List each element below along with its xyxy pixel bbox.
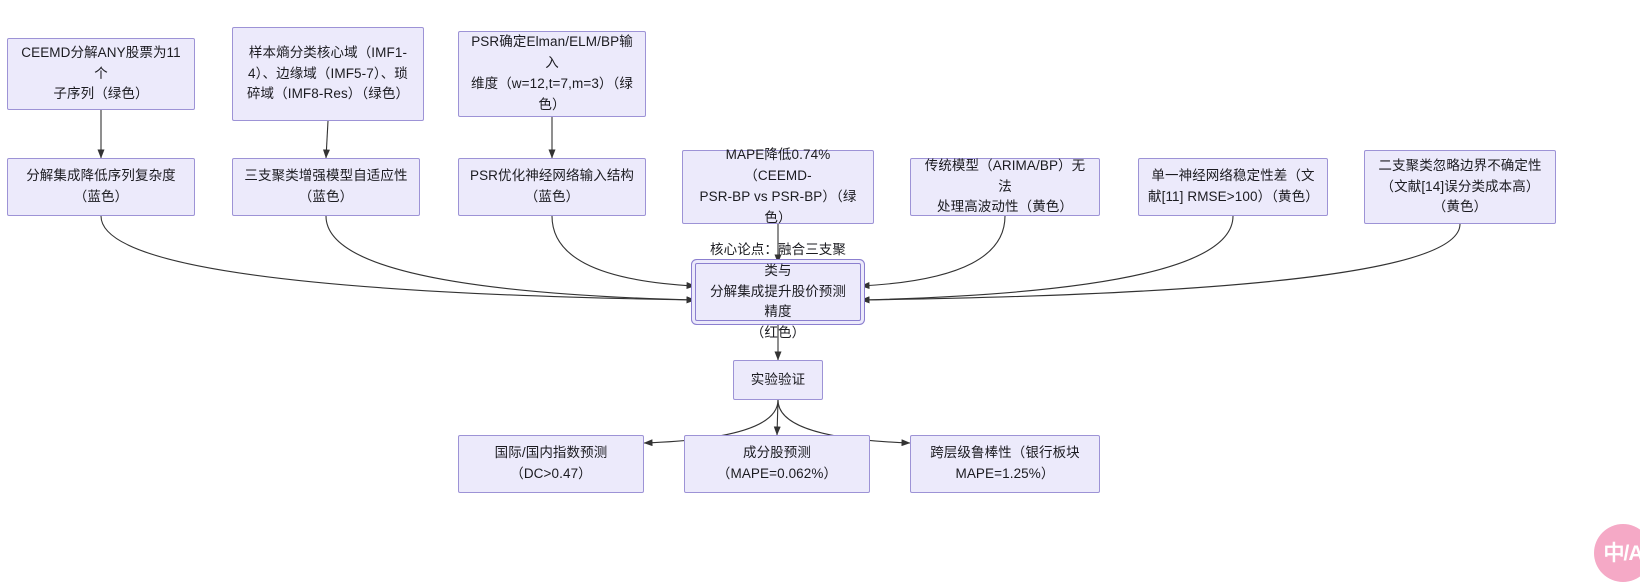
node-three-way-adaptivity[interactable]: 三支聚类增强模型自适应性 （蓝色） <box>232 158 420 216</box>
node-experiment-validation[interactable]: 实验验证 <box>733 360 823 400</box>
node-label: PSR确定Elman/ELM/BP输入 维度（w=12,t=7,m=3）（绿 色… <box>468 32 636 116</box>
edge-three_way_adapt-to-core_claim <box>326 216 695 300</box>
node-label: 跨层级鲁棒性（银行板块 MAPE=1.25%） <box>930 443 1080 485</box>
edge-psr_optimize-to-core_claim <box>552 216 695 286</box>
edge-traditional_model-to-core_claim <box>861 216 1005 286</box>
node-label: MAPE降低0.74%（CEEMD- PSR-BP vs PSR-BP）（绿 色… <box>692 145 864 229</box>
ime-indicator-label: 中/A <box>1604 543 1640 564</box>
node-label: CEEMD分解ANY股票为11个 子序列（绿色） <box>17 43 185 106</box>
node-cross-level-robustness[interactable]: 跨层级鲁棒性（银行板块 MAPE=1.25%） <box>910 435 1100 493</box>
node-sample-entropy[interactable]: 样本熵分类核心域（IMF1- 4）、边缘域（IMF5-7）、琐 碎域（IMF8-… <box>232 27 424 121</box>
edge-sample_entropy-to-three_way_adapt <box>326 121 328 158</box>
node-reduce-complexity[interactable]: 分解集成降低序列复杂度 （蓝色） <box>7 158 195 216</box>
edge-experiment-to-component_forecast <box>777 400 778 435</box>
node-label: 国际/国内指数预测 （DC>0.47） <box>495 443 608 485</box>
edge-single_nn_unstable-to-core_claim <box>861 216 1233 300</box>
node-label: 单一神经网络稳定性差（文 献[11] RMSE>100）（黄色） <box>1148 166 1318 208</box>
node-component-stock-forecast[interactable]: 成分股预测 （MAPE=0.062%） <box>684 435 870 493</box>
node-label: 三支聚类增强模型自适应性 （蓝色） <box>244 166 407 208</box>
node-label: 核心论点：融合三支聚类与 分解集成提升股价预测精度 （红色） <box>705 240 851 345</box>
node-psr-optimize[interactable]: PSR优化神经网络输入结构 （蓝色） <box>458 158 646 216</box>
edge-reduce_complexity-to-core_claim <box>101 216 695 300</box>
node-single-nn-instability[interactable]: 单一神经网络稳定性差（文 献[11] RMSE>100）（黄色） <box>1138 158 1328 216</box>
node-two-way-boundary-issue[interactable]: 二支聚类忽略边界不确定性 （文献[14]误分类成本高） （黄色） <box>1364 150 1556 224</box>
node-label: 二支聚类忽略边界不确定性 （文献[14]误分类成本高） （黄色） <box>1378 156 1541 219</box>
node-index-forecast[interactable]: 国际/国内指数预测 （DC>0.47） <box>458 435 644 493</box>
node-label: 成分股预测 （MAPE=0.062%） <box>717 443 837 485</box>
ime-indicator-badge[interactable]: 中/A <box>1594 524 1640 582</box>
node-psr-dimension[interactable]: PSR确定Elman/ELM/BP输入 维度（w=12,t=7,m=3）（绿 色… <box>458 31 646 117</box>
node-label: 分解集成降低序列复杂度 （蓝色） <box>26 166 176 208</box>
edge-two_way_boundary-to-core_claim <box>861 224 1460 300</box>
node-core-claim[interactable]: 核心论点：融合三支聚类与 分解集成提升股价预测精度 （红色） <box>695 263 861 321</box>
node-label: PSR优化神经网络输入结构 （蓝色） <box>470 166 634 208</box>
node-label: 传统模型（ARIMA/BP）无法 处理高波动性（黄色） <box>920 156 1090 219</box>
node-label: 实验验证 <box>751 370 805 391</box>
node-ceemd-decompose[interactable]: CEEMD分解ANY股票为11个 子序列（绿色） <box>7 38 195 110</box>
node-mape-reduction[interactable]: MAPE降低0.74%（CEEMD- PSR-BP vs PSR-BP）（绿 色… <box>682 150 874 224</box>
node-label: 样本熵分类核心域（IMF1- 4）、边缘域（IMF5-7）、琐 碎域（IMF8-… <box>247 43 409 106</box>
node-traditional-model-limit[interactable]: 传统模型（ARIMA/BP）无法 处理高波动性（黄色） <box>910 158 1100 216</box>
